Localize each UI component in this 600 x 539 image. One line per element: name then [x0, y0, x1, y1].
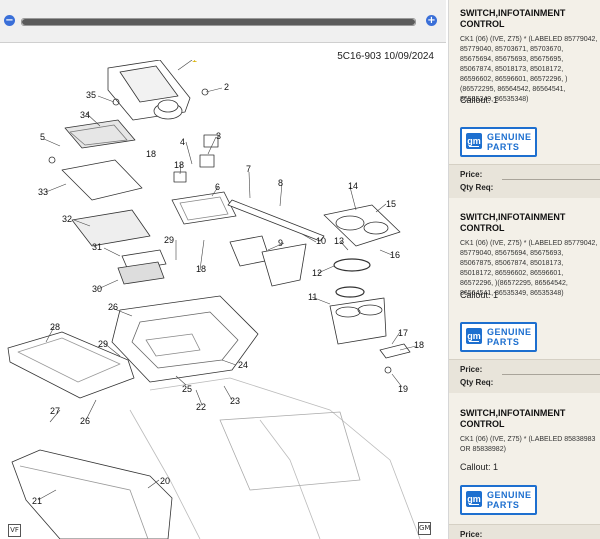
- callout-5: 5: [40, 132, 45, 142]
- plus-circle-icon[interactable]: +: [426, 15, 437, 26]
- callout-14: 14: [348, 181, 358, 191]
- price-box: Price: Qty Req:: [449, 359, 600, 393]
- callout-8: 8: [278, 178, 283, 188]
- parts-list-panel: SWITCH,INFOTAINMENT CONTROL CK1 (06) (IV…: [449, 0, 600, 539]
- callout-28: 28: [50, 322, 60, 332]
- callout-3: 3: [216, 131, 221, 141]
- qty-label: Qty Req:: [460, 183, 494, 192]
- callout-26a: 26: [108, 302, 118, 312]
- part-tray: [171, 191, 237, 225]
- diagram-viewer: − + 5C16-903 10/09/2024: [0, 0, 449, 539]
- part-organizer-tray: [71, 209, 151, 247]
- callout-4: 4: [180, 137, 185, 147]
- callout-30: 30: [92, 284, 102, 294]
- callout-33: 33: [38, 187, 48, 197]
- part-infotainment-switch: [107, 60, 191, 121]
- part-description: CK1 (06) (IVE, Z75) * (LABELED 85779042,…: [460, 36, 598, 103]
- genuine-parts-button[interactable]: gm GENUINE PARTS: [460, 322, 537, 352]
- minus-circle-icon[interactable]: −: [4, 15, 15, 26]
- callout-10: 10: [316, 236, 326, 246]
- price-label: Price:: [460, 365, 483, 374]
- callout-27: 27: [50, 406, 60, 416]
- zoom-slider-fill: [22, 19, 415, 25]
- gm-logo-icon: gm: [466, 133, 482, 149]
- price-label: Price:: [460, 530, 483, 539]
- part-callout: Callout: 1: [460, 462, 499, 472]
- callout-12: 12: [312, 268, 322, 278]
- callout-29b: 29: [98, 339, 108, 349]
- callout-13: 13: [334, 236, 344, 246]
- gm-logo-icon: gm: [466, 328, 482, 344]
- callout-9: 9: [278, 238, 283, 248]
- part-console-body: [111, 295, 259, 383]
- part-title: SWITCH,INFOTAINMENT CONTROL: [460, 212, 566, 233]
- callout-20: 20: [160, 476, 170, 486]
- genuine-label: GENUINE: [487, 490, 532, 500]
- callout-11: 11: [308, 292, 317, 302]
- zoom-toolbar: − +: [0, 0, 446, 43]
- gm-logo-icon: gm: [466, 491, 482, 507]
- callout-21: 21: [32, 496, 42, 506]
- callout-18b: 18: [174, 160, 184, 170]
- callout-6: 6: [215, 182, 220, 192]
- genuine-label: GENUINE: [487, 132, 532, 142]
- parts-label: PARTS: [487, 337, 520, 347]
- callout-16: 16: [390, 250, 400, 260]
- callout-29a: 29: [164, 235, 174, 245]
- genuine-parts-button[interactable]: gm GENUINE PARTS: [460, 485, 537, 515]
- part-trim-strip: [227, 199, 325, 242]
- part-title: SWITCH,INFOTAINMENT CONTROL: [460, 408, 566, 429]
- callout-32: 32: [62, 214, 72, 224]
- price-label: Price:: [460, 170, 483, 179]
- part-callout: Callout: 1: [460, 95, 499, 105]
- part-bin-mat: [64, 119, 136, 149]
- parts-label: PARTS: [487, 142, 520, 152]
- part-description: CK1 (06) (IVE, Z75) * (LABELED 85779042,…: [460, 240, 598, 297]
- part-bin-tray: [61, 159, 143, 201]
- genuine-label: GENUINE: [487, 327, 532, 337]
- callout-18c: 18: [196, 264, 206, 274]
- callout-2: 2: [224, 82, 229, 92]
- callout-22: 22: [196, 402, 206, 412]
- part-cupholder: [329, 297, 387, 345]
- callout-31: 31: [92, 242, 102, 252]
- callout-23: 23: [230, 396, 240, 406]
- parts-label: PARTS: [487, 500, 520, 510]
- vf-badge-icon: VF: [8, 524, 21, 537]
- part-lower-panel: [11, 449, 173, 539]
- part-cupholder-bezel: [323, 204, 401, 247]
- zoom-slider[interactable]: [21, 18, 416, 26]
- genuine-parts-button[interactable]: gm GENUINE PARTS: [460, 127, 537, 157]
- part-armrest: [7, 331, 135, 399]
- callout-35: 35: [86, 90, 96, 100]
- part-callout: Callout: 1: [460, 290, 499, 300]
- callout-34: 34: [80, 110, 90, 120]
- price-box: Price: Qty Req:: [449, 164, 600, 198]
- callout-26b: 26: [80, 416, 90, 426]
- callout-17: 17: [398, 328, 408, 338]
- gm-badge-icon: GM: [418, 522, 431, 535]
- callout-1: 1: [192, 60, 197, 64]
- callout-18a: 18: [146, 149, 156, 159]
- callout-19: 19: [398, 384, 408, 394]
- qty-label: Qty Req:: [460, 378, 494, 387]
- part-description: CK1 (06) (IVE, Z75) * (LABELED 85838983 …: [460, 436, 596, 453]
- diagram-id: 5C16-903 10/09/2024: [337, 51, 434, 62]
- callout-18d: 18: [414, 340, 424, 350]
- price-box: Price:: [449, 524, 600, 539]
- part-storage-bin: [229, 235, 271, 267]
- callout-15: 15: [386, 199, 396, 209]
- part-title: SWITCH,INFOTAINMENT CONTROL: [460, 8, 566, 29]
- callout-25: 25: [182, 384, 192, 394]
- callout-24: 24: [238, 360, 248, 370]
- callout-7: 7: [246, 164, 251, 174]
- parts-diagram[interactable]: 1 2 35 34 5 33 3 4 18 18 6 7 8 14 15 32 …: [0, 60, 448, 539]
